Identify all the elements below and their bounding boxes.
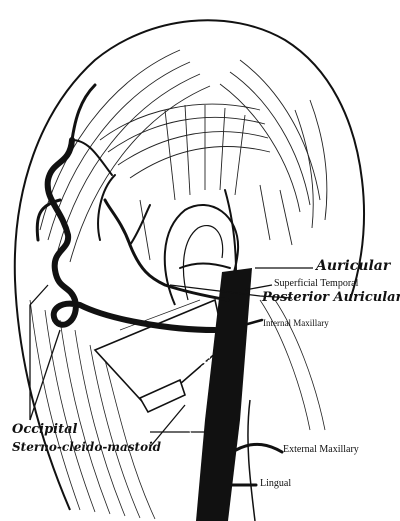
label-auricular: Auricular — [316, 258, 390, 274]
label-sterno-cleido-mastoid: Sterno-cleido-mastoid — [12, 440, 161, 454]
label-superficial-temporal: Superficial Temporal — [274, 278, 358, 289]
label-external-maxillary: External Maxillary — [283, 444, 359, 455]
label-occipital: Occipital — [12, 422, 78, 437]
scalp-hatching — [40, 50, 327, 262]
label-lingual: Lingual — [260, 478, 291, 489]
label-internal-maxillary: Internal Maxillary — [263, 318, 329, 328]
label-posterior-auricular: Posterior Auricular — [262, 290, 400, 305]
